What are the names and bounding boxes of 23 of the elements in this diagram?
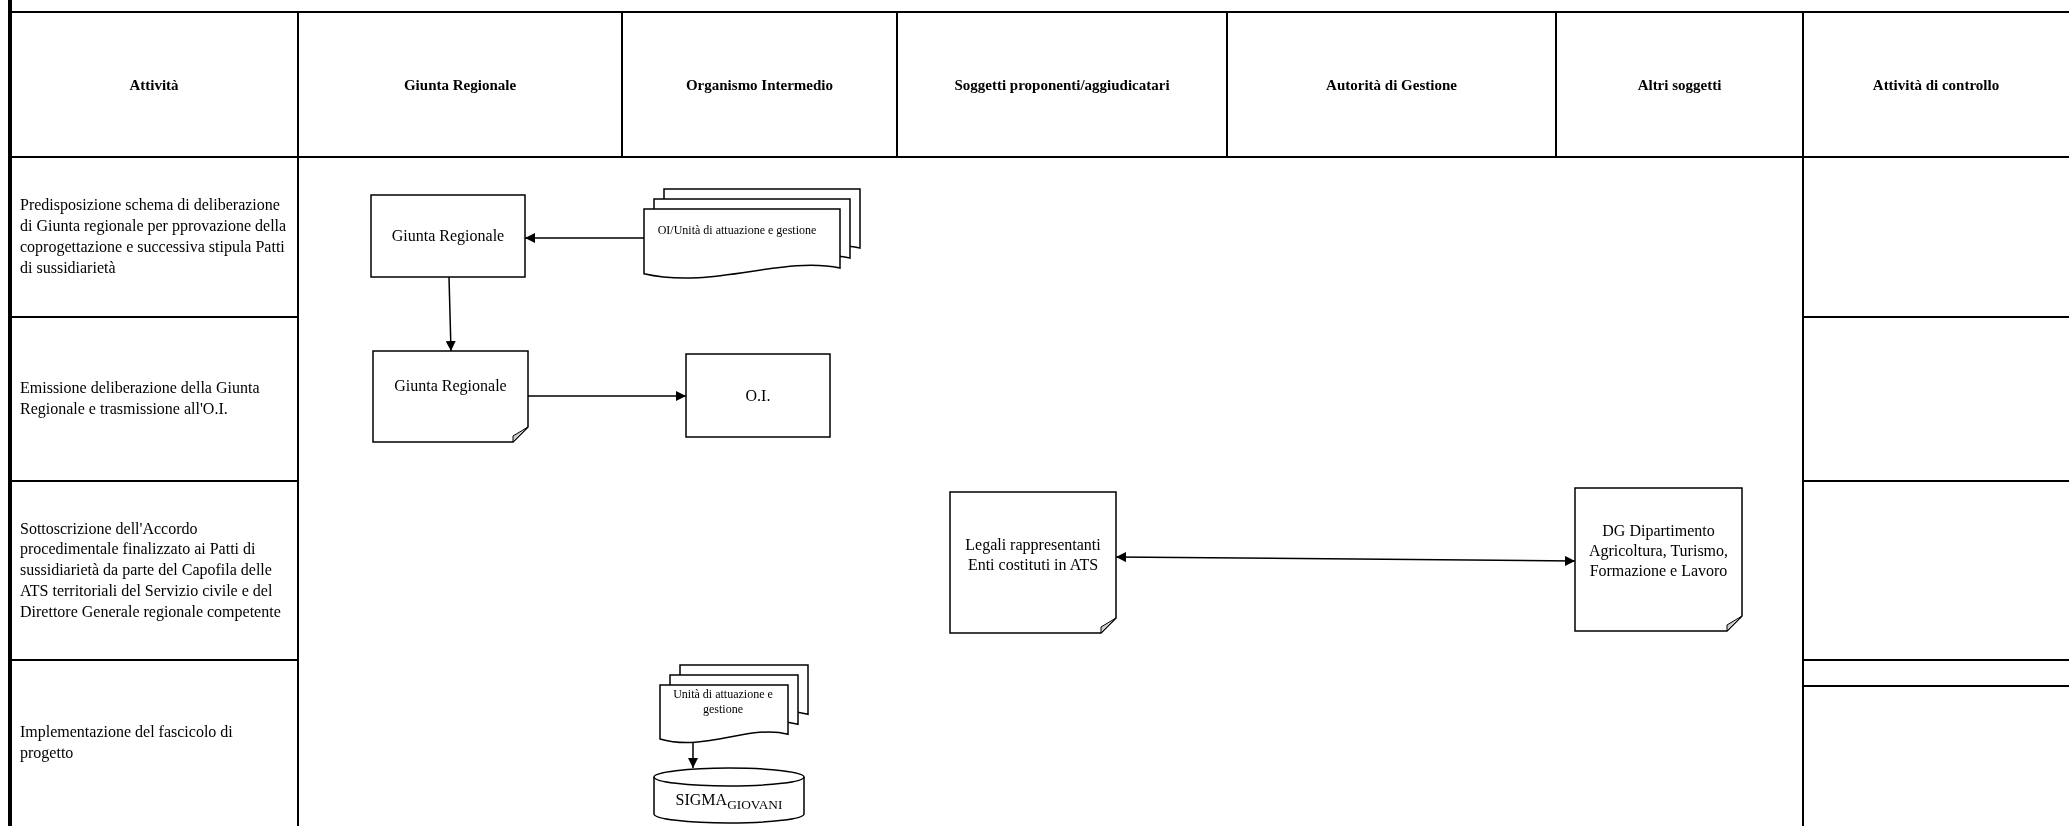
arrow [524, 233, 645, 243]
column-header: Attività [128, 75, 180, 95]
node-label: Legali rappresentanti Enti costituti in ATS [964, 534, 1102, 575]
column-header: Organismo Intermedio [684, 75, 835, 95]
activity-text: Predisposizione schema di deliberazione di Giunta regionale per pprovazione della coprogettazione e successiva stipula Patti di sussidiarietà [19, 195, 288, 278]
column-header: Soggetti proponenti/aggiudicatari [953, 75, 1171, 95]
activity-text: Sottoscrizione dell'Accordo procedimentale finalizzato ai Patti di sussidiarietà da parte del Capofila delle ATS territoriali del Servizio civile e del Direttore Generale regionale competente [19, 518, 282, 623]
arrow [527, 391, 687, 401]
arrow [445, 276, 456, 352]
node-label: OI/Unità di attuazione e gestione [657, 222, 817, 238]
node-label: Unità di attuazione e gestione [672, 687, 774, 717]
activity-text: Implementazione del fascicolo di progetto [19, 722, 234, 764]
column-header: Altri soggetti [1636, 75, 1723, 95]
node-label: Giunta Regionale [391, 226, 505, 246]
arrow [1115, 552, 1576, 566]
node-label: SIGMA$_{GIOVANI}$ [675, 789, 783, 814]
column-header: Autorità di Gestione [1325, 75, 1458, 95]
node-label: DG Dipartimento Agricoltura, Turismo, Formazione e Lavoro [1587, 520, 1730, 581]
node-label: Giunta Regionale [394, 376, 507, 396]
column-header: Giunta Regionale [402, 75, 518, 95]
column-header: Attività di controllo [1871, 75, 2001, 95]
activity-text: Emissione deliberazione della Giunta Regionale e trasmissione all'O.I. [19, 378, 261, 420]
node-label: O.I. [745, 385, 771, 406]
